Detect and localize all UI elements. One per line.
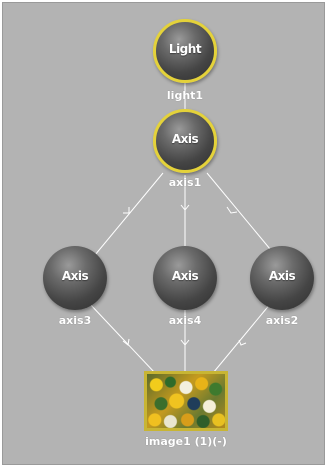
axis4-node-label: axis4 — [168, 314, 202, 327]
axis3-node-label: axis3 — [58, 314, 92, 327]
axis2-node-title: Axis — [268, 269, 296, 283]
axis2-node[interactable]: Axis — [250, 246, 314, 310]
axis1-node-title: Axis — [171, 132, 199, 146]
arrow-axis3-image — [122, 338, 130, 346]
node-graph-canvas[interactable]: Light light1 Axis axis1 Axis axis3 Axis … — [2, 2, 325, 465]
edge-axis1-axis2 — [206, 172, 276, 256]
light-node[interactable]: Light — [153, 19, 217, 83]
arrow-axis1-axis2 — [226, 206, 238, 214]
axis1-node[interactable]: Axis — [153, 109, 217, 173]
light-node-title: Light — [168, 42, 202, 56]
edge-axis1-axis3 — [94, 172, 164, 256]
axis4-node[interactable]: Axis — [153, 246, 217, 310]
graph-edges — [88, 83, 276, 374]
edge-axis3-image — [88, 302, 156, 374]
axis3-node-title: Axis — [61, 269, 89, 283]
arrow-axis1-axis4 — [180, 204, 190, 211]
axis4-node-title: Axis — [171, 269, 199, 283]
image-node-label: image1 (1)(-) — [145, 435, 227, 448]
image-node-thumbnail[interactable] — [144, 371, 228, 431]
axis1-node-label: axis1 — [168, 176, 202, 189]
arrow-axis4-image — [180, 339, 190, 346]
arrow-axis1-axis3 — [123, 207, 130, 214]
arrow-axis2-image — [238, 339, 247, 346]
axis3-node[interactable]: Axis — [43, 246, 107, 310]
light-node-label: light1 — [166, 89, 204, 102]
edge-axis2-image — [212, 302, 272, 374]
axis2-node-label: axis2 — [265, 314, 299, 327]
